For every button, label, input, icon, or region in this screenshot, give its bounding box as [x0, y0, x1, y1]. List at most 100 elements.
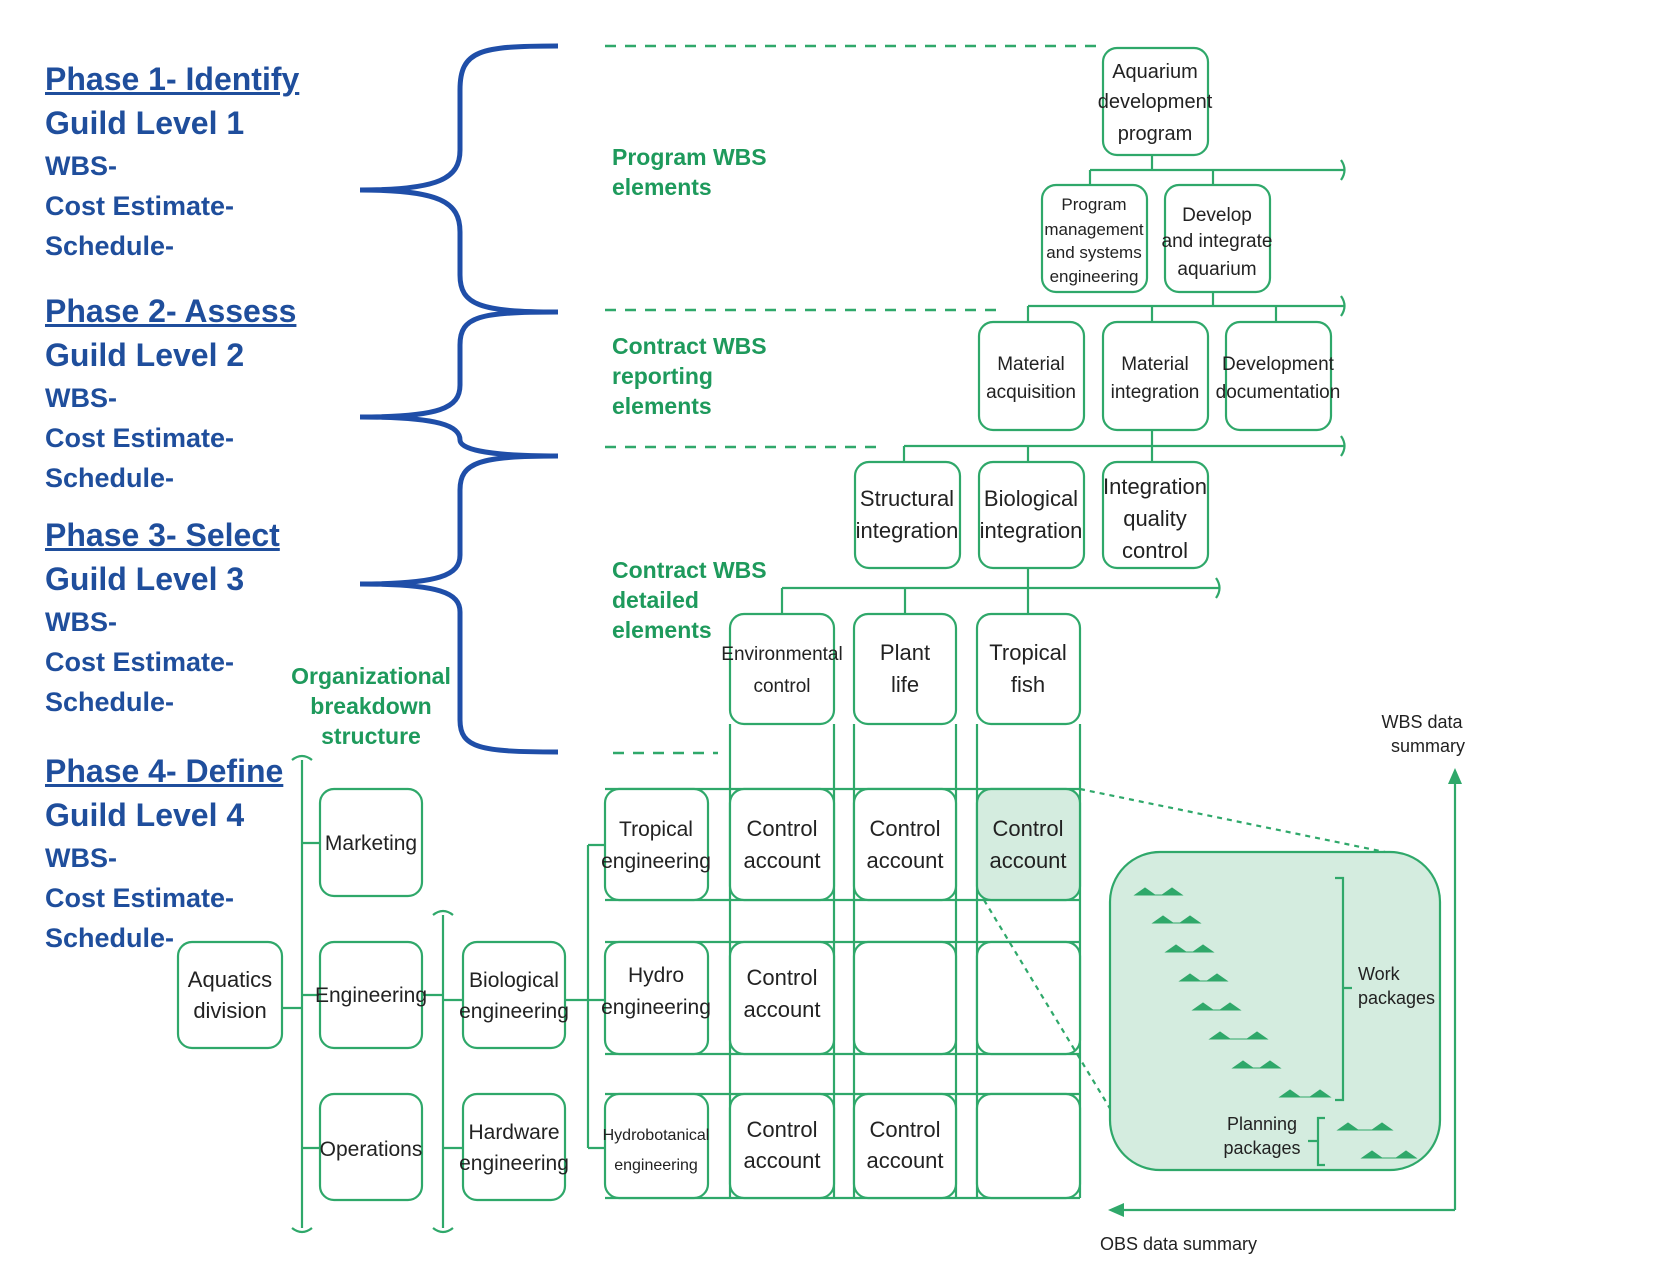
- svg-text:Marketing: Marketing: [325, 832, 417, 855]
- svg-text:Engineering: Engineering: [315, 984, 427, 1007]
- wbs-label: WBS-: [45, 383, 117, 413]
- phase-title: Phase 4- Define: [45, 753, 284, 789]
- schedule-label: Schedule-: [45, 687, 175, 717]
- obs-summary-arrowhead: [1108, 1203, 1124, 1217]
- phase-1-brace: [359, 43, 559, 315]
- empty-grid-cell: [852, 940, 958, 1056]
- work-packages-bracket: [1335, 876, 1352, 1102]
- phase-1-block: Phase 1- Identify Guild Level 1 WBS- Cos…: [45, 58, 299, 266]
- obs-engineering-box[interactable]: Engineering: [315, 940, 427, 1050]
- guild-level: Guild Level 2: [45, 337, 245, 373]
- phase-3-brace: [359, 453, 559, 755]
- empty-grid-cell: [975, 940, 1082, 1056]
- work-package-bars: [1133, 887, 1332, 1098]
- wbs-summary-arrowhead: [1448, 768, 1462, 784]
- cost-estimate-label: Cost Estimate-: [45, 191, 235, 221]
- obs-operations-box[interactable]: Operations: [318, 1092, 424, 1202]
- planning-package-bars: [1336, 1122, 1418, 1159]
- phase-2-block: Phase 2- Assess Guild Level 2 WBS- Cost …: [45, 290, 296, 498]
- phase-title: Phase 2- Assess: [45, 293, 297, 329]
- obs-marketing-box[interactable]: Marketing: [318, 787, 424, 898]
- phase-title: Phase 1- Identify: [45, 61, 300, 97]
- phase-2-brace: [359, 309, 559, 459]
- phase-3-block: Phase 3- Select Guild Level 3 WBS- Cost …: [45, 514, 280, 722]
- cost-estimate-label: Cost Estimate-: [45, 883, 235, 913]
- phase-title: Phase 3- Select: [45, 517, 280, 553]
- wbs-label: WBS-: [45, 607, 117, 637]
- empty-grid-cell: [975, 1092, 1082, 1200]
- cost-estimate-label: Cost Estimate-: [45, 647, 235, 677]
- guild-level: Guild Level 3: [45, 561, 245, 597]
- cost-estimate-label: Cost Estimate-: [45, 423, 235, 453]
- control-account-detail-panel: [1108, 850, 1442, 1172]
- schedule-label: Schedule-: [45, 923, 175, 953]
- projection-line: [1079, 787, 1386, 854]
- schedule-label: Schedule-: [45, 231, 175, 261]
- wbs-label: WBS-: [45, 843, 117, 873]
- planning-packages-bracket: [1308, 1116, 1325, 1167]
- phase-4-block: Phase 4- Define Guild Level 4 WBS- Cost …: [45, 750, 283, 958]
- schedule-label: Schedule-: [45, 463, 175, 493]
- svg-text:Operations: Operations: [320, 1138, 423, 1161]
- guild-level: Guild Level 4: [45, 797, 245, 833]
- guild-level: Guild Level 1: [45, 105, 245, 141]
- projection-line: [983, 899, 1121, 1126]
- obs-connectors: [282, 754, 605, 1234]
